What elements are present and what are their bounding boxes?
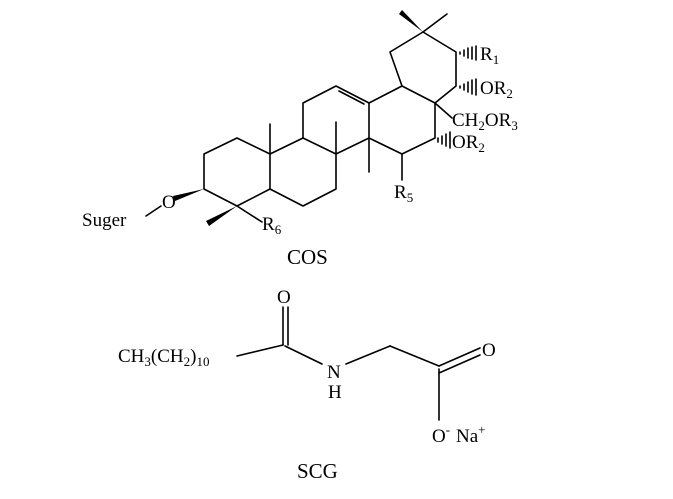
cos-molecule: Suger O R1 OR2 CH2OR3 OR2 R5 R6 COS [82,10,518,269]
scg-ch2-c-bond [389,345,440,367]
cos-hash-c22 [459,45,477,61]
cos-hash-c21 [459,78,477,96]
scg-sodium-label: Na+ [456,422,486,447]
cos-hash-c16 [437,131,451,149]
cos-ring-c [302,85,370,155]
scg-chain-bond [236,344,284,357]
scg-carbonyl-oxygen-2: O [482,340,496,361]
scg-nitrogen-label: N [327,362,341,383]
cos-ring-e [389,31,457,104]
cos-ring-b [269,137,337,207]
cos-oxygen-label: O [162,192,176,213]
cos-r1-label: R1 [480,44,499,67]
cos-r6-label: R6 [262,214,282,237]
scg-chain-label: CH3(CH2)10 [118,346,209,369]
scg-oxide-label: O- [432,422,450,447]
cos-wedge-c20-methyl [399,10,423,32]
cos-double-bond [338,90,365,105]
cos-r5-label: R5 [394,182,413,205]
scg-n-ch2-bond [345,345,391,365]
cos-o-sugar-bond [145,205,162,217]
cos-or2-bottom-label: OR2 [452,132,485,155]
scg-carboxyl-co-1 [438,347,481,367]
cos-c20-methyl [422,13,448,33]
scg-carbonyl-oxygen-1: O [277,287,291,308]
cos-wedge-c3 [173,189,204,201]
cos-ch2or3-label: CH2OR3 [452,110,518,133]
cos-or2-top-label: OR2 [480,78,513,101]
cos-sugar-label: Suger [82,210,127,231]
scg-molecule: CH3(CH2)10 O N H O O- Na+ SCG [118,287,496,483]
cos-caption: COS [287,245,328,269]
cos-ring-d [368,85,436,155]
scg-carboxyl-co-2 [438,354,481,374]
cos-c17-ch2or3-bond [434,102,453,119]
cos-c4-r6-bond [236,205,263,223]
scg-caption: SCG [297,459,338,483]
scg-hydrogen-label: H [328,382,342,403]
cos-wedge-c4-methyl [206,206,237,226]
scg-bonds [236,306,481,421]
cos-bonds [145,10,477,226]
scg-c-n-bond [284,345,323,365]
cos-ring-a [203,137,271,207]
